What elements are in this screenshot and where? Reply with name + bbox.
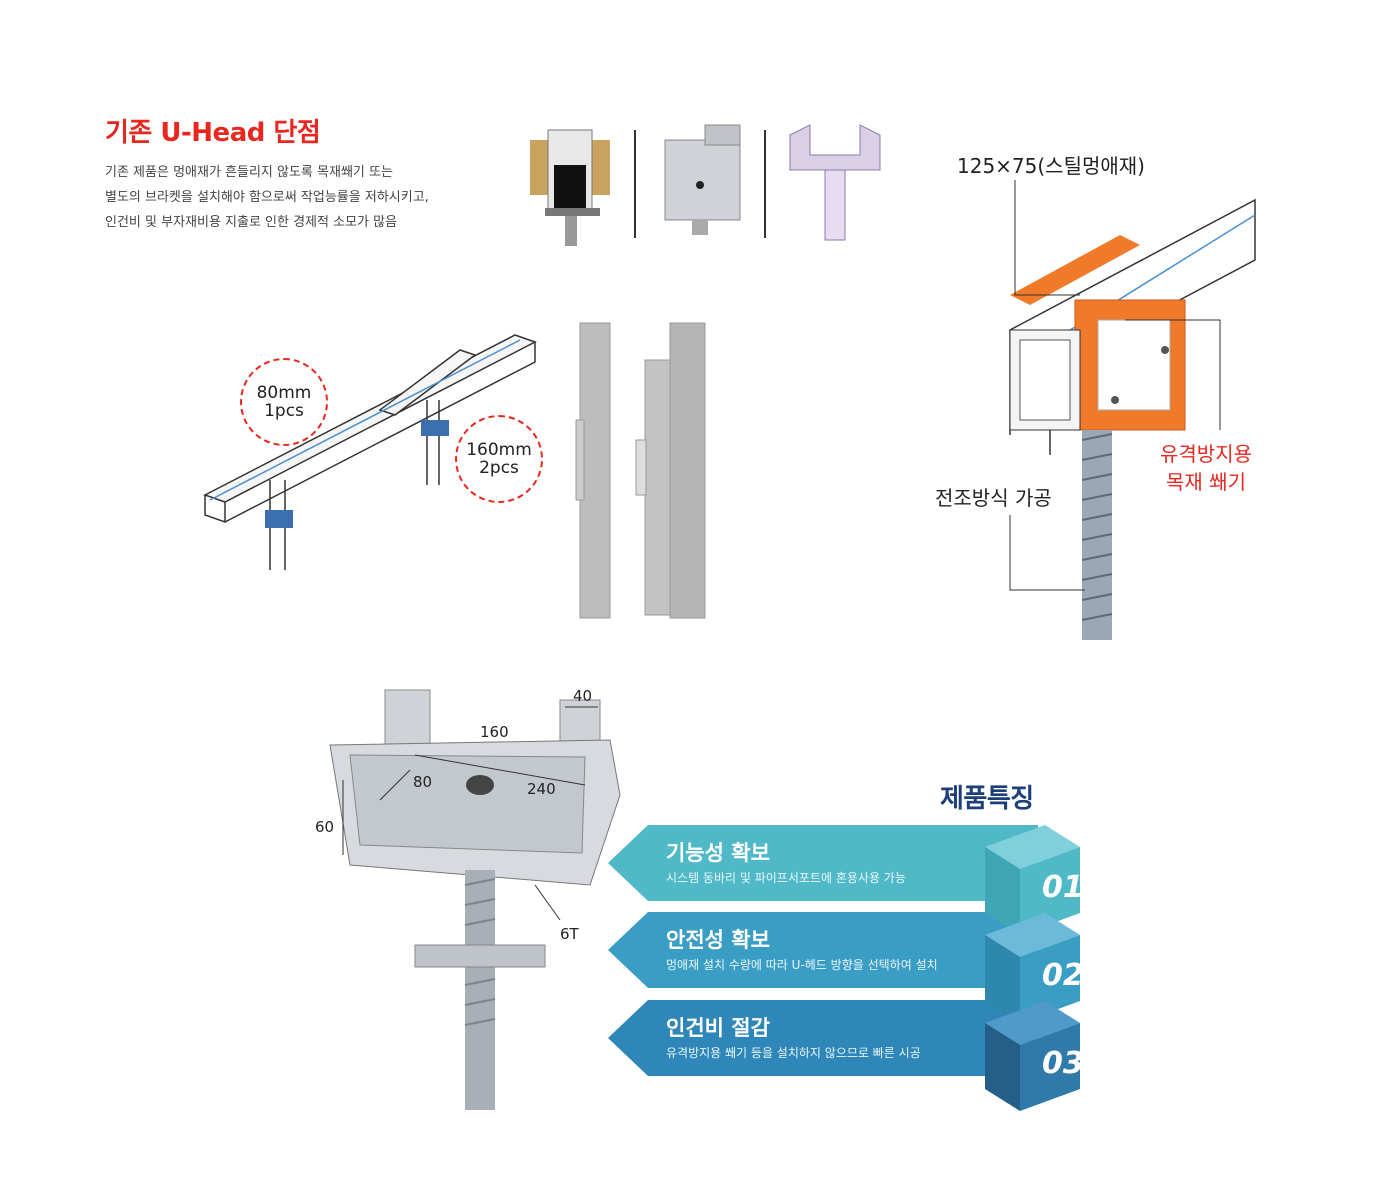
- feature-arrow-shape: [608, 825, 1038, 901]
- wedge-label-line: 목재 쐐기: [1166, 470, 1246, 494]
- dim-40: 40: [573, 687, 593, 705]
- installed-uhead-photos: [575, 322, 706, 619]
- badge-160mm: 160mm 2pcs: [455, 415, 543, 503]
- feature-item-2: 안전성 확보 멍애재 설치 수량에 따라 U-헤드 방향을 선택하여 설치: [608, 912, 1038, 988]
- wood-wedge-uhead-photo: [530, 129, 610, 246]
- badge-80mm: 80mm 1pcs: [240, 358, 328, 446]
- dim-60: 60: [315, 818, 335, 836]
- dim-80: 80: [413, 773, 433, 791]
- feature-sub: 멍애재 설치 수량에 따라 U-헤드 방향을 선택하여 설치: [666, 958, 938, 972]
- feature-heading: 인건비 절감: [666, 1016, 770, 1040]
- feature-heading: 안전성 확보: [666, 928, 770, 952]
- feature-number: 01: [1042, 870, 1084, 905]
- number-cubes: [985, 825, 1080, 1111]
- dim-6t: 6T: [560, 925, 579, 943]
- description-line: 기존 제품은 멍애재가 흔들리지 않도록 목재쐐기 또는: [105, 165, 393, 180]
- bracket-drawing: [789, 124, 881, 241]
- badge-qty: 2pcs: [479, 458, 519, 478]
- feature-number: 02: [1042, 958, 1084, 993]
- feature-heading: 기능성 확보: [666, 841, 770, 865]
- uhead-3d-detail: [1009, 180, 1256, 640]
- feature-sub: 유격방지용 쐐기 등을 설치하지 않으므로 빠른 시공: [666, 1046, 921, 1060]
- bracket-uhead-photo: [664, 124, 741, 235]
- beam-label: 125×75(스틸멍애재): [957, 154, 1145, 178]
- divider: [764, 130, 766, 238]
- features-title: 제품특징: [940, 784, 1034, 814]
- wedge-label-line: 유격방지용: [1160, 442, 1252, 466]
- beam-assembly-drawing: [203, 334, 537, 570]
- badge-size: 80mm: [256, 383, 312, 403]
- divider: [634, 130, 636, 238]
- feature-number: 03: [1042, 1046, 1084, 1081]
- feature-arrow-shape: [608, 912, 1038, 988]
- feature-item-1: 기능성 확보 시스템 동바리 및 파이프서포트에 혼용사용 가능: [608, 825, 1038, 901]
- wedge-label: 유격방지용 목재 쐐기: [1160, 440, 1252, 496]
- dim-240: 240: [527, 780, 556, 798]
- badge-size: 160mm: [466, 440, 532, 460]
- feature-arrow-shape: [608, 1000, 1038, 1076]
- uhead-product-photo: [329, 689, 621, 1110]
- rolled-thread-label: 전조방식 가공: [935, 486, 1052, 510]
- section-title: 기존 U-Head 단점: [105, 118, 321, 148]
- description-line: 별도의 브라켓을 설치해야 함으로써 작업능률을 저하시키고,: [105, 190, 429, 205]
- description-line: 인건비 및 부자재비용 지출로 인한 경제적 소모가 많음: [105, 215, 398, 230]
- feature-item-3: 인건비 절감 유격방지용 쐐기 등을 설치하지 않으므로 빠른 시공: [608, 1000, 1038, 1076]
- feature-sub: 시스템 동바리 및 파이프서포트에 혼용사용 가능: [666, 871, 906, 885]
- description: 기존 제품은 멍애재가 흔들리지 않도록 목재쐐기 또는 별도의 브라켓을 설치…: [105, 160, 525, 235]
- badge-qty: 1pcs: [264, 401, 304, 421]
- dim-160: 160: [480, 723, 509, 741]
